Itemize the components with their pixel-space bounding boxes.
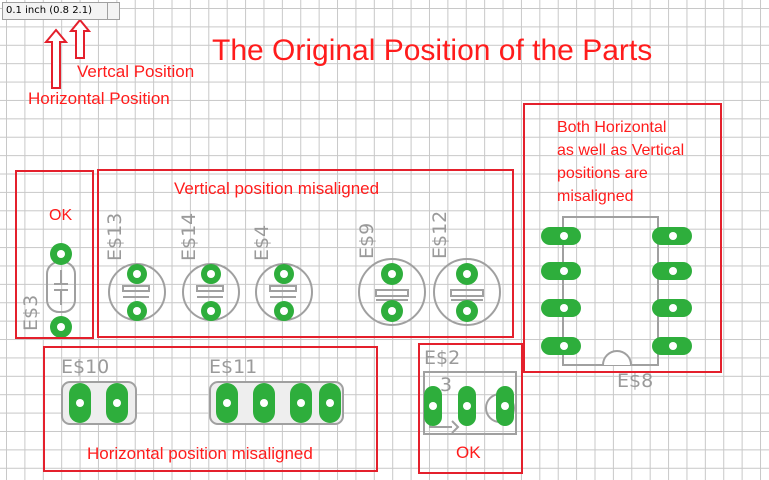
box-vertical-misaligned	[97, 169, 514, 338]
box-horizontal-misaligned	[43, 346, 378, 472]
part-es2-pin-number: 3	[440, 374, 453, 396]
both-misaligned-line-3: positions are	[557, 165, 648, 182]
part-label-es4: E$4	[251, 224, 273, 261]
part-label-es13: E$13	[104, 212, 126, 261]
both-misaligned-line-1: Both Horizontal	[557, 119, 667, 136]
both-misaligned-line-4: misaligned	[557, 188, 634, 205]
box-es2-ok	[418, 343, 523, 474]
vertical-position-label: Vertcal Position	[77, 62, 195, 81]
part-es8[interactable]	[562, 216, 659, 366]
part-label-es2: E$2	[424, 347, 461, 369]
box-es3-ok	[15, 170, 94, 339]
part-label-es11: E$11	[209, 356, 258, 378]
pads-headers	[69, 383, 341, 423]
pads-es2	[424, 386, 514, 426]
part-label-es3: E$3	[20, 294, 42, 331]
ok-label-bottom: OK	[456, 443, 481, 462]
arrow-horizontal-position	[43, 28, 69, 89]
both-misaligned-line-2: as well as Vertical	[557, 142, 685, 159]
part-label-es8: E$8	[617, 370, 654, 392]
status-divider	[107, 3, 108, 19]
part-label-es10: E$10	[61, 356, 110, 378]
vertical-misaligned-label: Vertical position misaligned	[174, 179, 380, 198]
pad-es3	[50, 243, 72, 338]
box-both-misaligned	[523, 103, 722, 373]
grid-coordinates-text: 0.1 inch (0.8 2.1)	[6, 5, 93, 16]
page-title: The Original Position of the Parts	[212, 34, 653, 67]
arrow-vertical-position	[68, 18, 92, 59]
horizontal-position-label: Horizontal Position	[28, 89, 170, 108]
horizontal-misaligned-label: Horizontal position misaligned	[87, 444, 313, 463]
part-label-es9: E$9	[356, 222, 378, 259]
part-label-es14: E$14	[178, 212, 200, 261]
pads-round-caps	[127, 263, 478, 322]
pads-es8	[541, 227, 692, 355]
ok-label-left: OK	[49, 207, 73, 224]
grid-status-field[interactable]: 0.1 inch (0.8 2.1)	[2, 2, 120, 20]
part-label-es12: E$12	[429, 210, 451, 259]
